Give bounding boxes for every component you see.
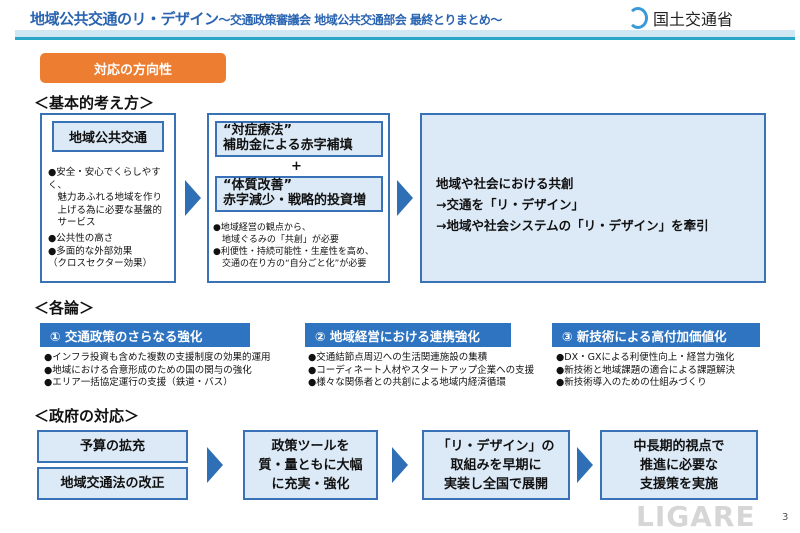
- items-heading: ＜各論＞: [34, 299, 95, 317]
- approach-box: “対症療法”補助金による赤字補填 + “体質改善”赤字減少・戦略的投資増 ●地域…: [207, 113, 390, 283]
- public-transport-bullets-2: ●公共性の高さ ●多面的な外部効果 （クロスセクター効果）: [48, 233, 153, 269]
- gov-heading: ＜政府の対応＞: [34, 407, 140, 425]
- symptomatic-label: “対症療法”: [223, 123, 293, 138]
- symptomatic-box: “対症療法”補助金による赤字補填: [215, 121, 383, 157]
- constitution-box: “体質改善”赤字減少・戦略的投資増: [215, 176, 383, 212]
- title-main: 地域公共交通のリ・デザイン: [30, 10, 219, 28]
- logo-text: 国土交通省: [653, 10, 734, 29]
- arrow-right-icon: [397, 180, 413, 216]
- constitution-label: “体質改善”: [223, 178, 293, 193]
- policy-bullets-3: ●DX・GXによる利便性向上・経営力強化 ●新技術と地域課題の適合による課題解決…: [556, 352, 736, 388]
- budget-box: 予算の拡充: [37, 430, 188, 463]
- slide-title: 地域公共交通のリ・デザイン～交通政策審議会 地域公共交通部会 最終とりまとめ～: [30, 8, 502, 29]
- plus-sign: +: [291, 159, 302, 174]
- co-creation-line-1: 地域や社会における共創: [436, 176, 574, 191]
- constitution-text: 赤字減少・戦略的投資増: [223, 193, 367, 208]
- policy-heading-1: ① 交通政策のさらなる強化: [40, 323, 250, 347]
- arrow-right-icon: [577, 447, 593, 483]
- policy-tools-box: 政策ツールを 質・量ともに大幅 に充実・強化: [243, 430, 378, 500]
- arrow-right-icon: [392, 447, 408, 483]
- mlit-logo-icon: [628, 7, 648, 29]
- co-creation-box: 地域や社会における共創 →交通を「リ・デザイン」 →地域や社会システムの「リ・デ…: [420, 113, 766, 283]
- policy-heading-3: ③ 新技術による高付加価値化: [552, 323, 760, 347]
- policy-bullets-2: ●交通結節点周辺への生活関連施設の集積 ●コーディネート人材やスタートアップ企業…: [308, 352, 535, 388]
- co-creation-line-3: →地域や社会システムの「リ・デザイン」を牽引: [436, 218, 709, 233]
- header-divider-accent: [15, 37, 795, 40]
- approach-bullets: ●地域経営の観点から、 地域ぐるみの「共創」が必要 ●利便性・持続可能性・生産性…: [213, 223, 374, 269]
- header-divider: [15, 30, 795, 37]
- co-creation-line-2: →交通を「リ・デザイン」: [436, 197, 584, 212]
- mlit-logo: 国土交通省: [628, 6, 733, 30]
- long-term-support-box: 中長期的視点で 推進に必要な 支援策を実施: [600, 430, 758, 500]
- page-number: 3: [782, 512, 789, 523]
- title-sub: ～交通政策審議会 地域公共交通部会 最終とりまとめ～: [218, 13, 503, 27]
- public-transport-box: 地域公共交通 ●安全・安心でくらしやすく、 魅力あふれる地域を作り 上げる為に必…: [40, 113, 176, 283]
- public-transport-title: 地域公共交通: [52, 121, 164, 152]
- basic-heading: ＜基本的考え方＞: [34, 94, 155, 112]
- ligare-watermark: LIGARE: [636, 500, 756, 533]
- direction-tag: 対応の方向性: [40, 53, 226, 83]
- public-transport-bullets-1: ●安全・安心でくらしやすく、 魅力あふれる地域を作り 上げる為に必要な基盤的 サ…: [48, 167, 163, 228]
- arrow-right-icon: [207, 447, 223, 483]
- symptomatic-text: 補助金による赤字補填: [223, 138, 353, 153]
- redesign-deploy-box: 「リ・デザイン」の 取組みを早期に 実装し全国で展開: [422, 430, 570, 500]
- policy-heading-2: ② 地域経営における連携強化: [305, 323, 511, 347]
- policy-bullets-1: ●インフラ投資も含めた複数の支援制度の効果的運用 ●地域における合意形成のための…: [44, 352, 271, 388]
- law-revision-box: 地域交通法の改正: [37, 467, 188, 500]
- arrow-right-icon: [185, 180, 201, 216]
